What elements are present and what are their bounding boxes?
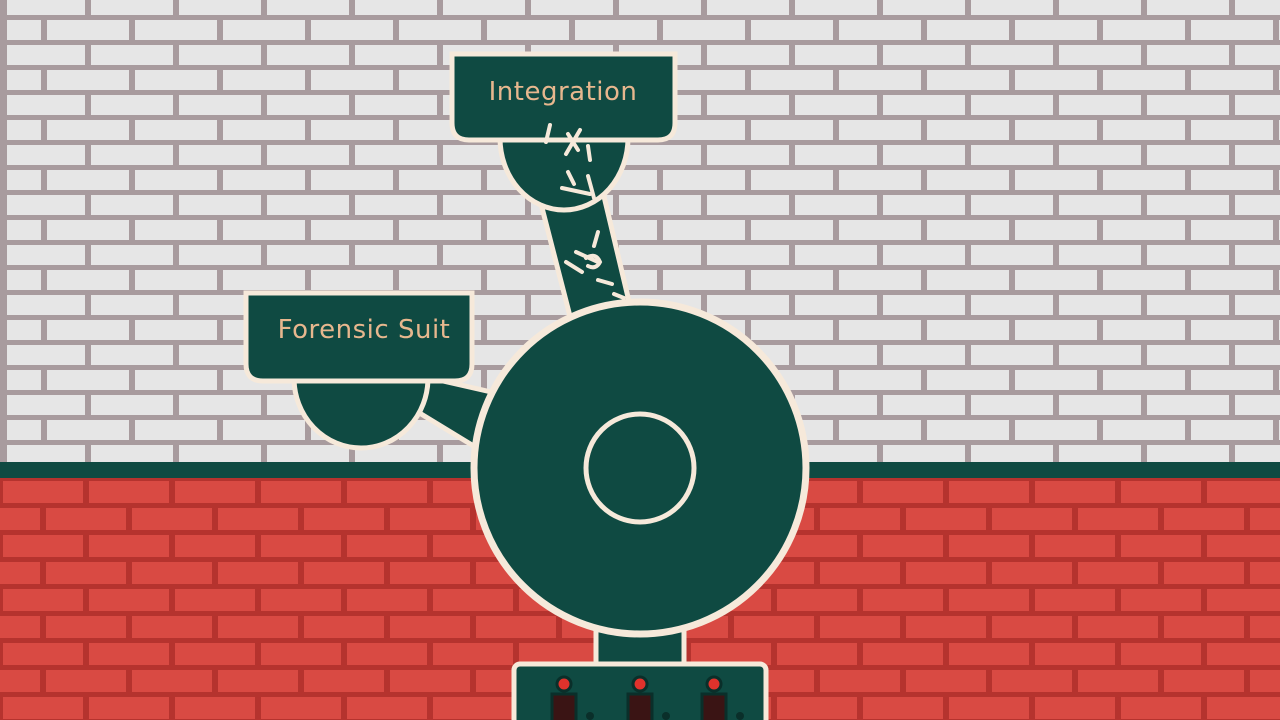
- indicator-light-1: [550, 675, 594, 720]
- upper-wall-edge: [0, 0, 7, 462]
- integration-hopper: [449, 51, 678, 213]
- falling-debris: [544, 123, 626, 300]
- forensic-suit-hopper: [243, 290, 475, 451]
- forensic-suit-label: Forensic Suit: [277, 315, 451, 345]
- grinding-wheel-icon: [470, 298, 810, 638]
- control-panel: [511, 661, 769, 720]
- indicator-light-2: [626, 675, 670, 720]
- integration-label: Integration: [488, 77, 638, 107]
- indicator-light-3: [700, 675, 744, 720]
